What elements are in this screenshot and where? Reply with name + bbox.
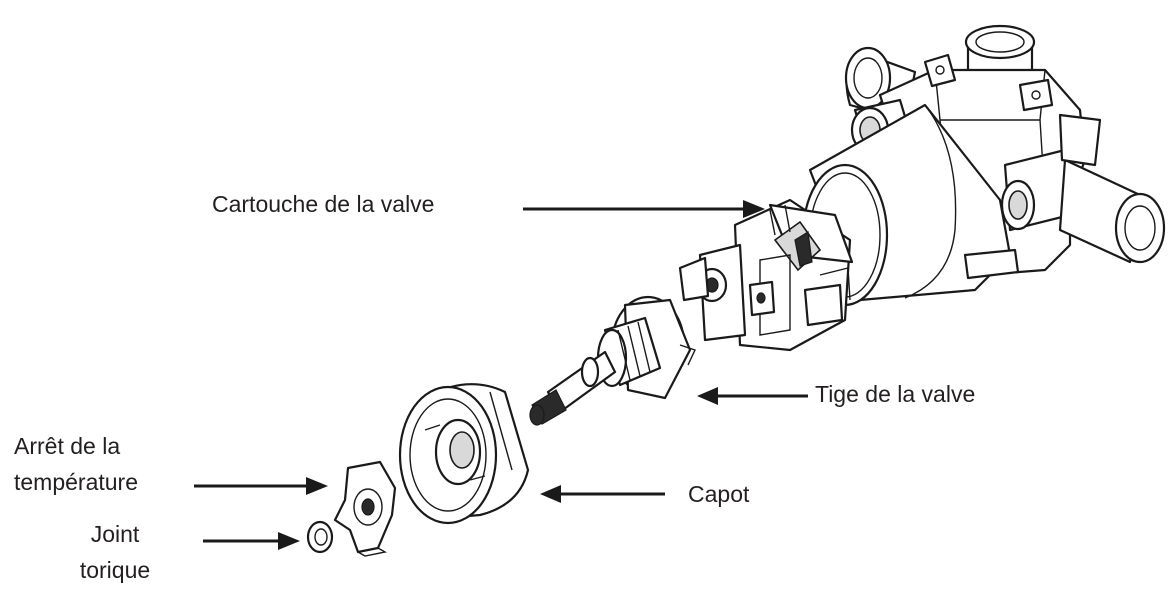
cap-part (398, 383, 530, 525)
arrow-o-ring (203, 532, 300, 550)
o-ring-part (306, 520, 334, 554)
arrow-valve-stem (697, 387, 808, 405)
valve-cartridge (678, 198, 854, 352)
label-cap: Capot (688, 481, 750, 507)
arrow-temperature-stop (194, 477, 328, 495)
valve-stem (529, 295, 696, 426)
arrow-cap (540, 485, 665, 503)
label-o-ring-line2: torique (79, 557, 151, 583)
valve-body (801, 24, 1166, 307)
arrow-valve-cartridge (523, 200, 765, 218)
label-temperature-stop-line1: Arrêt de la (14, 433, 121, 459)
label-valve-stem: Tige de la valve (815, 381, 976, 407)
temperature-stop-part (333, 460, 397, 557)
label-o-ring-line1: Joint (90, 521, 140, 547)
label-temperature-stop-line2: température (14, 469, 139, 495)
label-valve-cartridge: Cartouche de la valve (212, 191, 435, 217)
